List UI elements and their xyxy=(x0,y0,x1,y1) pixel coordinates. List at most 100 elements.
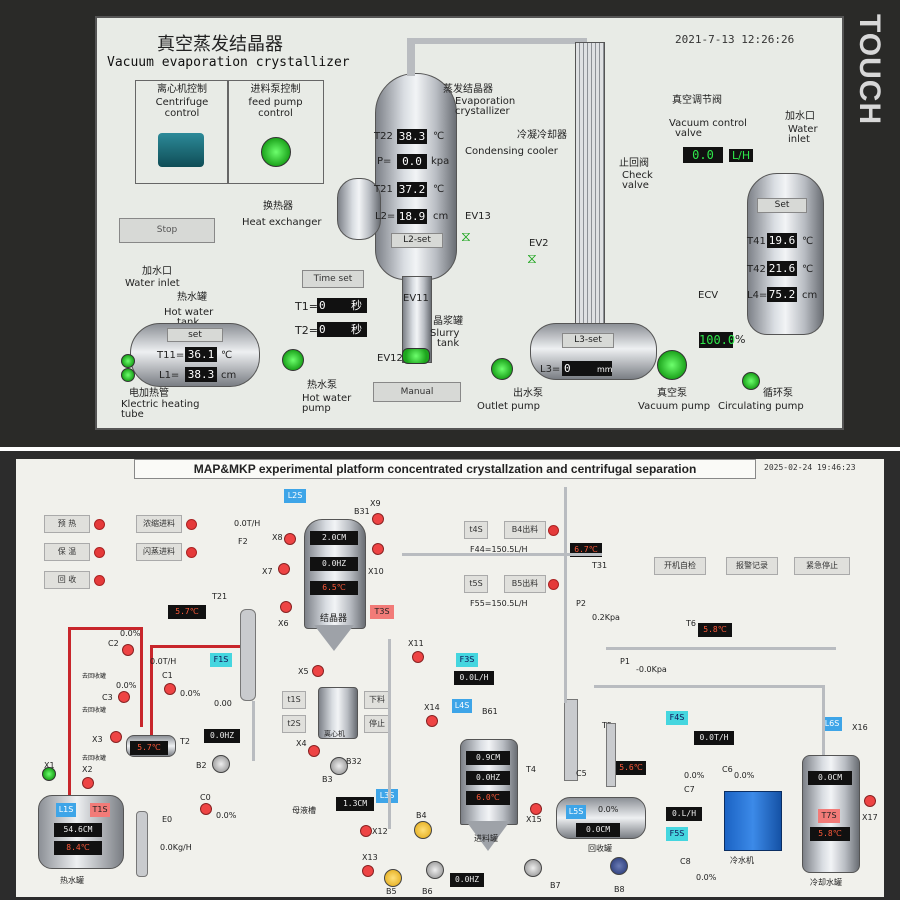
t21-value: 5.7℃ xyxy=(168,605,206,619)
c5-value: 0.0% xyxy=(598,805,619,814)
manual-button[interactable]: Manual xyxy=(373,382,461,402)
p1-value: -0.0Kpa xyxy=(636,665,667,674)
x15-valve[interactable] xyxy=(530,803,542,815)
ev2-label: EV2 xyxy=(529,238,549,249)
x6-valve[interactable] xyxy=(280,601,292,613)
f4-value: 0.0T/H xyxy=(694,731,734,745)
x9-valve[interactable] xyxy=(372,513,384,525)
evap-en2: crystallizer xyxy=(455,106,510,117)
vacuum-pump-en: Vacuum pump xyxy=(638,401,711,412)
l3-set-button[interactable]: L3-set xyxy=(562,333,614,348)
x1-tag: X1 xyxy=(44,761,55,770)
x10-valve[interactable] xyxy=(372,543,384,555)
x5-valve[interactable] xyxy=(312,665,324,677)
t1-label: T1= xyxy=(295,300,318,313)
c1-valve[interactable] xyxy=(164,683,176,695)
b4-out-button[interactable]: B4出料 xyxy=(504,521,546,539)
b8-pump-icon[interactable] xyxy=(610,857,628,875)
vacuum-pump-icon[interactable] xyxy=(657,350,687,380)
left-vlabel-3: 去回收罐 xyxy=(82,755,107,762)
x3-valve[interactable] xyxy=(110,731,122,743)
f2-value: 0.0T/H xyxy=(234,519,261,528)
c3-valve[interactable] xyxy=(118,691,130,703)
l2-label: L2= xyxy=(375,211,396,222)
recovery-button[interactable]: 回 收 xyxy=(44,571,90,589)
platform-title: MAP&MKP experimental platform concentrat… xyxy=(134,459,756,479)
t41-label: T41 xyxy=(747,236,766,247)
x17-valve[interactable] xyxy=(864,795,876,807)
b5-pump-icon[interactable] xyxy=(384,869,402,887)
heater-indicator-2-icon xyxy=(121,368,135,382)
emergency-stop-button[interactable]: 紧急停止 xyxy=(794,557,850,575)
ev2-valve-icon[interactable]: ⧖ xyxy=(527,251,537,267)
pipe-d xyxy=(822,685,825,755)
t4s-button[interactable]: t4S xyxy=(464,521,488,539)
f44-value: F44=150.5L/H xyxy=(470,545,528,554)
feed-pump-control-box[interactable]: 进料泵控制 feed pump control xyxy=(227,80,324,184)
alarm-log-button[interactable]: 报警记录 xyxy=(726,557,778,575)
b5-tag: B5 xyxy=(386,887,397,896)
b3-pump-icon[interactable] xyxy=(330,757,348,775)
p2-value: 0.2Kpa xyxy=(592,613,620,622)
evap-en1: Evaporation xyxy=(455,96,516,107)
check-valve-cn: 止回阀 xyxy=(619,158,649,169)
cooling-set-button[interactable]: Set xyxy=(757,198,807,213)
b7-pump-icon[interactable] xyxy=(524,859,542,877)
b6-pump-icon[interactable] xyxy=(426,861,444,879)
x13-valve[interactable] xyxy=(362,865,374,877)
t2s-button[interactable]: t2S xyxy=(282,715,306,733)
b31-tag: B31 xyxy=(354,507,370,516)
t5-column xyxy=(606,723,616,787)
outlet-pump-icon[interactable] xyxy=(491,358,513,380)
t5s-button[interactable]: t5S xyxy=(464,575,488,593)
c0-valve[interactable] xyxy=(200,803,212,815)
ev12-valve-icon[interactable] xyxy=(402,348,430,364)
x14-valve[interactable] xyxy=(426,715,438,727)
hot-tank-label: 热水罐 xyxy=(60,876,84,885)
concentrate-feed-button[interactable]: 浓缩进料 xyxy=(136,515,182,533)
x7-tag: X7 xyxy=(262,567,273,576)
vapor-pipe xyxy=(407,38,415,76)
tank-set-button[interactable]: set xyxy=(167,328,223,342)
x8-valve[interactable] xyxy=(284,533,296,545)
x1-valve[interactable] xyxy=(42,767,56,781)
l2s-badge: L2S xyxy=(284,489,306,503)
ecv-unit: % xyxy=(735,333,746,346)
t22-value: 38.3 xyxy=(397,129,427,144)
ev13-valve-icon[interactable]: ⧖ xyxy=(461,229,471,245)
preheat-button[interactable]: 预 热 xyxy=(44,515,90,533)
circulating-pump-icon[interactable] xyxy=(742,372,760,390)
b5-out-button[interactable]: B5出料 xyxy=(504,575,546,593)
time-set-button[interactable]: Time set xyxy=(302,270,364,288)
crystallizer-label: 结晶器 xyxy=(320,614,348,624)
t1s-button[interactable]: t1S xyxy=(282,691,306,709)
b2-pump-icon[interactable] xyxy=(212,755,230,773)
l1-unit: cm xyxy=(221,370,237,381)
t1-value: 0 xyxy=(317,298,367,313)
b32-tag: B32 xyxy=(346,757,362,766)
l4-unit: cm xyxy=(802,290,818,301)
stop-button[interactable]: Stop xyxy=(119,218,215,243)
c1-tag: C1 xyxy=(162,671,173,680)
self-check-button[interactable]: 开机自检 xyxy=(654,557,706,575)
crystallizer-cone xyxy=(314,625,354,651)
x11-valve[interactable] xyxy=(412,651,424,663)
x12-valve[interactable] xyxy=(360,825,372,837)
stop-button[interactable]: 停止 xyxy=(364,715,390,733)
feed-button[interactable]: 下料 xyxy=(364,691,390,709)
x7-valve[interactable] xyxy=(278,563,290,575)
b4-tag: B4 xyxy=(416,811,427,820)
l2-set-button[interactable]: L2-set xyxy=(391,233,443,248)
b5-out-indicator xyxy=(548,579,559,590)
x2-valve[interactable] xyxy=(82,777,94,789)
hot-water-pump-icon[interactable] xyxy=(282,349,304,371)
b4-pump-icon[interactable] xyxy=(414,821,432,839)
keep-warm-button[interactable]: 保 温 xyxy=(44,543,90,561)
ecv-label: ECV xyxy=(698,290,719,301)
flash-feed-button[interactable]: 闪蒸进料 xyxy=(136,543,182,561)
water-inlet-right-en1: Water xyxy=(788,124,818,135)
x4-valve[interactable] xyxy=(308,745,320,757)
recovery-label: 回收罐 xyxy=(588,844,612,853)
c2-valve[interactable] xyxy=(122,644,134,656)
centrifuge-control-box[interactable]: 离心机控制 Centrifuge control xyxy=(135,80,229,184)
